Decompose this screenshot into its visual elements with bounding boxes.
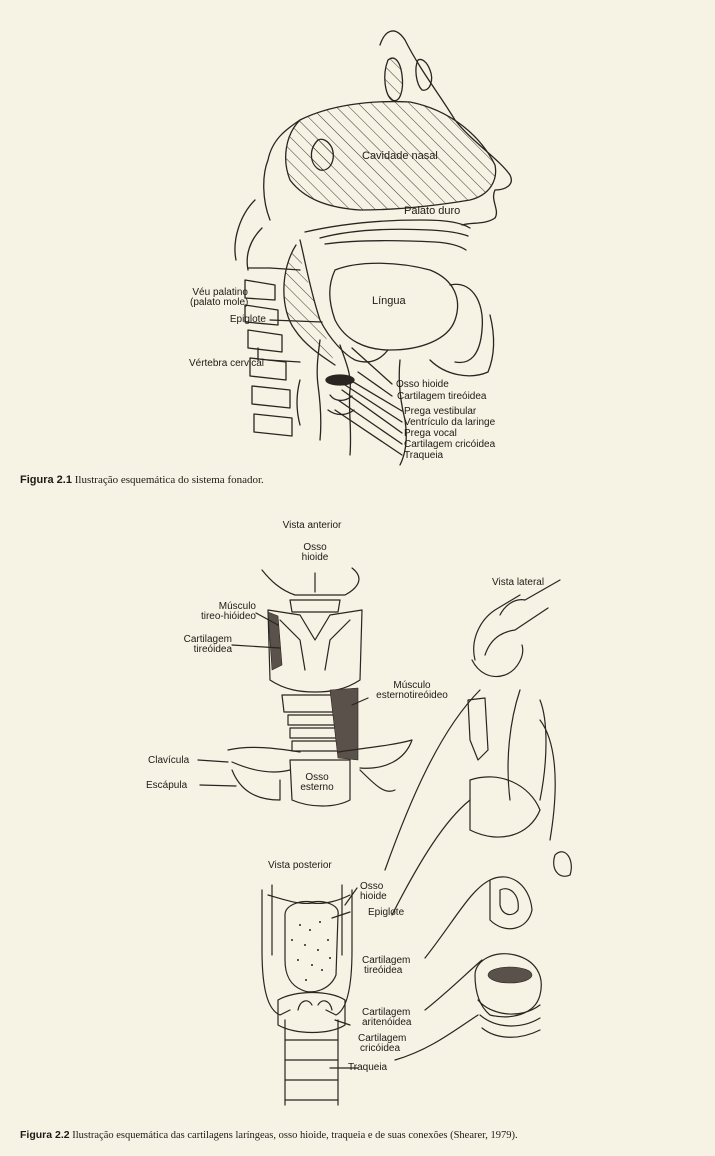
label-post-osso-b: hioide	[360, 891, 387, 902]
label-vista-anterior: Vista anterior	[262, 520, 362, 531]
label-osso-esterno-b: esterno	[292, 782, 342, 793]
label-clavicula: Clavícula	[148, 755, 189, 766]
figure-2-2-caption-text: Ilustração esquemática das cartilagens l…	[70, 1130, 518, 1141]
label-post-cart-ari-b: aritenóidea	[362, 1017, 411, 1028]
figure-2-2-number: Figura 2.2	[20, 1129, 70, 1141]
label-musculo-ester-b: esternotireóideo	[362, 690, 462, 701]
label-vista-lateral: Vista lateral	[492, 577, 544, 588]
label-musculo-tireo-b: tireo-hióideo	[176, 611, 256, 622]
label-post-cart-cri-b: cricóidea	[360, 1043, 400, 1054]
label-escapula: Escápula	[146, 780, 187, 791]
label-post-cart-tir-b: tireóidea	[364, 965, 402, 976]
label-post-epiglote: Epiglote	[368, 907, 404, 918]
label-osso-hioide-b: hioide	[290, 552, 340, 563]
label-cart-tireoidea-b: tireóidea	[156, 644, 232, 655]
label-vista-posterior: Vista posterior	[268, 860, 332, 871]
label-post-traqueia: Traqueia	[348, 1062, 387, 1073]
figure-2-2-caption: Figura 2.2 Ilustração esquemática das ca…	[20, 1129, 518, 1142]
